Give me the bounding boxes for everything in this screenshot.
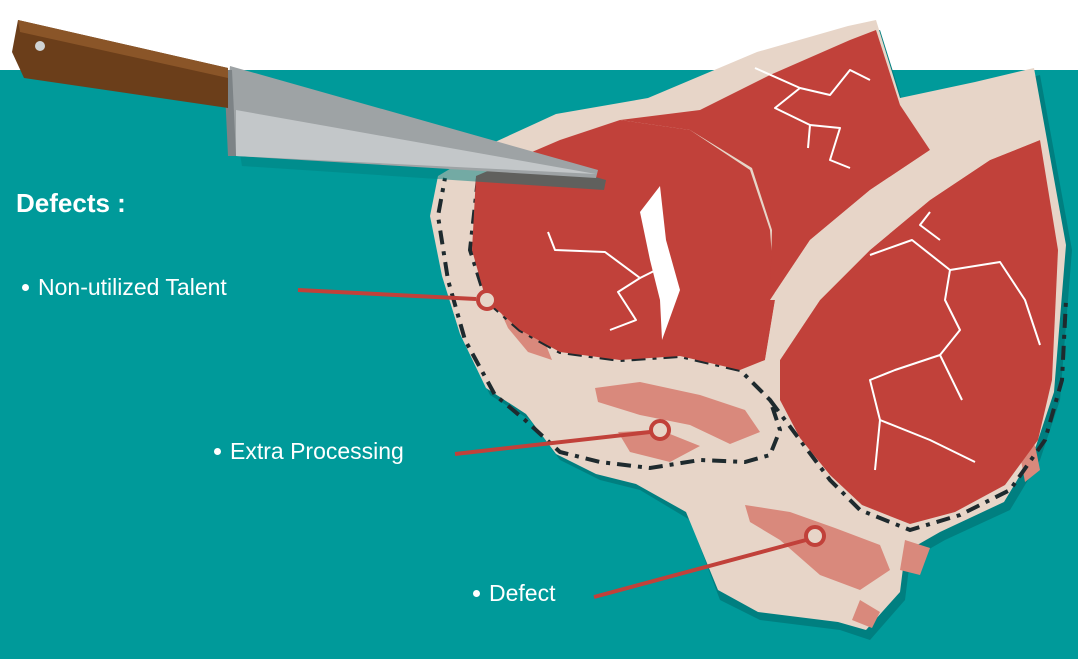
- bullet-icon: [214, 448, 221, 455]
- bullet-icon: [473, 590, 480, 597]
- bullet-icon: [22, 284, 29, 291]
- diagram-title: Defects :: [16, 188, 126, 219]
- label-text: Non-utilized Talent: [38, 274, 227, 301]
- marker-defect: [806, 527, 824, 545]
- label-text: Extra Processing: [230, 438, 404, 465]
- label-non-utilized-talent: Non-utilized Talent: [22, 274, 227, 301]
- marker-extra-processing: [651, 421, 669, 439]
- marker-non-utilized-talent: [478, 291, 496, 309]
- label-extra-processing: Extra Processing: [214, 438, 404, 465]
- label-defect: Defect: [473, 580, 555, 607]
- label-text: Defect: [489, 580, 555, 607]
